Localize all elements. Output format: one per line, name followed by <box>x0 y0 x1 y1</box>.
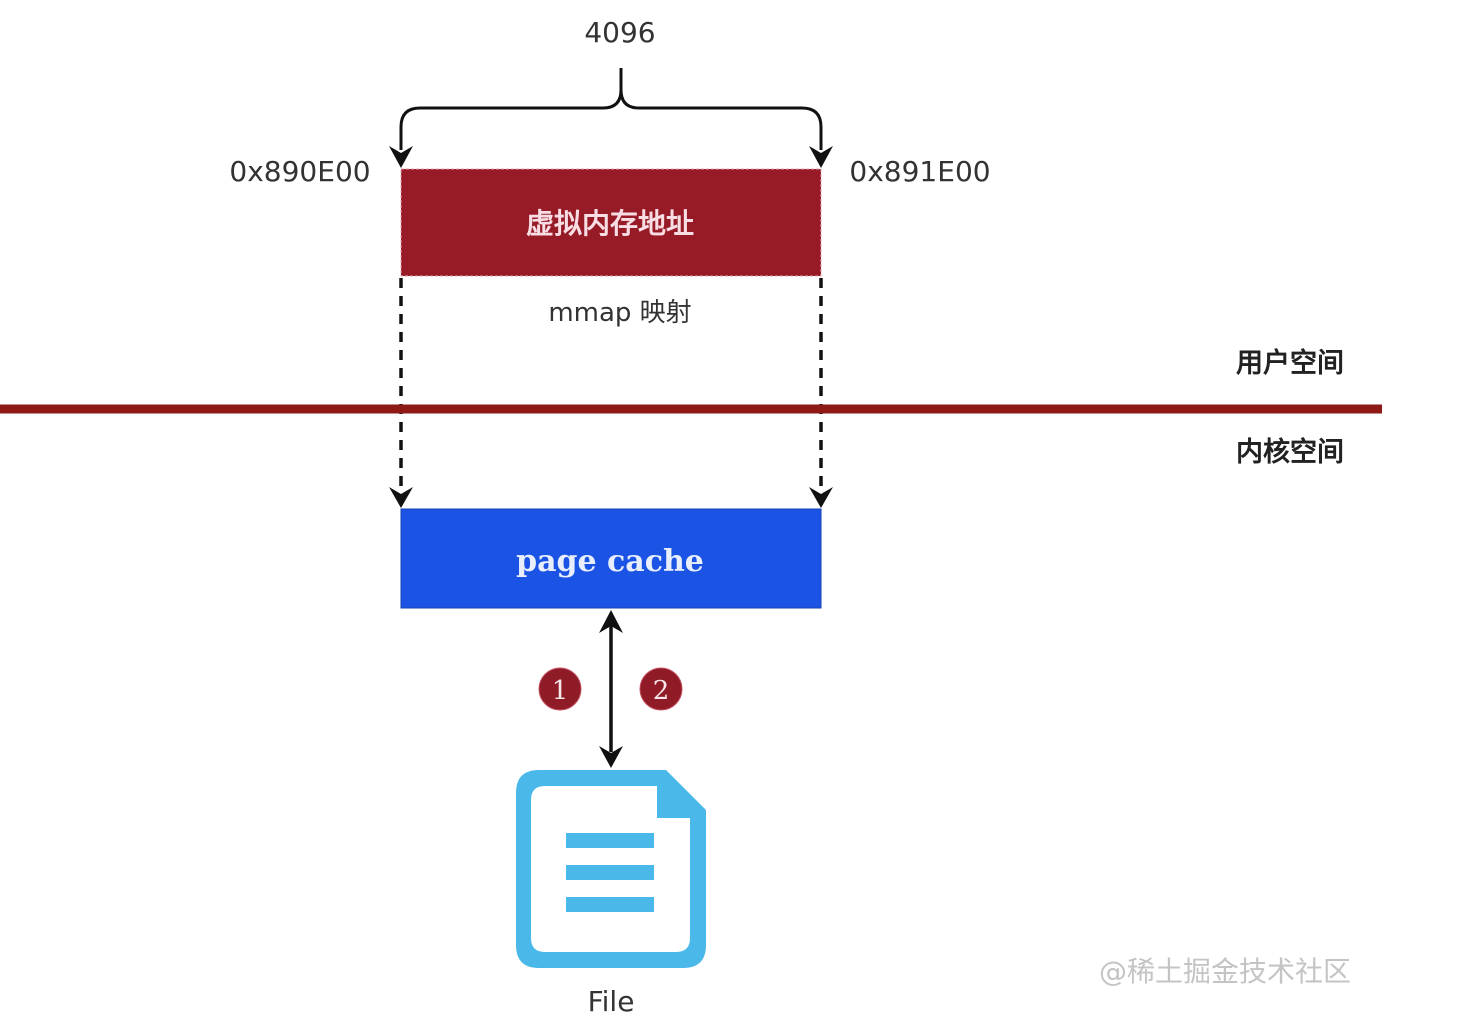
step-badge-1: 1 <box>538 667 582 711</box>
mapping-right-arrowhead <box>809 487 833 508</box>
size-label: 4096 <box>584 16 655 49</box>
page-cache-box <box>400 508 822 609</box>
brace-left-arrowhead <box>389 146 413 168</box>
virtual-memory-box <box>400 168 822 277</box>
file-document-icon <box>516 770 706 968</box>
end-address-label: 0x891E00 <box>849 155 990 188</box>
virtual-memory-label: 虚拟内存地址 <box>526 207 694 240</box>
file-text-line-3 <box>566 897 654 912</box>
step-2-circle <box>639 667 683 711</box>
page-cache-label: page cache <box>516 544 704 579</box>
mapping-left-arrowhead <box>389 487 413 508</box>
watermark: @稀土掘金技术社区 <box>1099 955 1351 988</box>
file-label: File <box>588 985 635 1018</box>
user-space-label: 用户空间 <box>1236 347 1344 379</box>
file-text-line-1 <box>566 833 654 848</box>
step-1-number: 1 <box>552 676 569 706</box>
mmap-mapping-label: mmap 映射 <box>548 298 691 328</box>
step-badge-2: 2 <box>639 667 683 711</box>
size-brace <box>389 68 833 168</box>
brace-stem <box>399 68 623 150</box>
file-text-line-2 <box>566 865 654 880</box>
cache-up-arrowhead <box>599 610 623 633</box>
file-down-arrowhead <box>599 746 623 768</box>
step-2-number: 2 <box>653 676 670 706</box>
kernel-space-label: 内核空间 <box>1236 436 1344 468</box>
brace-right <box>619 89 823 150</box>
step-1-circle <box>538 667 582 711</box>
brace-right-arrowhead <box>809 146 833 168</box>
start-address-label: 0x890E00 <box>229 155 370 188</box>
